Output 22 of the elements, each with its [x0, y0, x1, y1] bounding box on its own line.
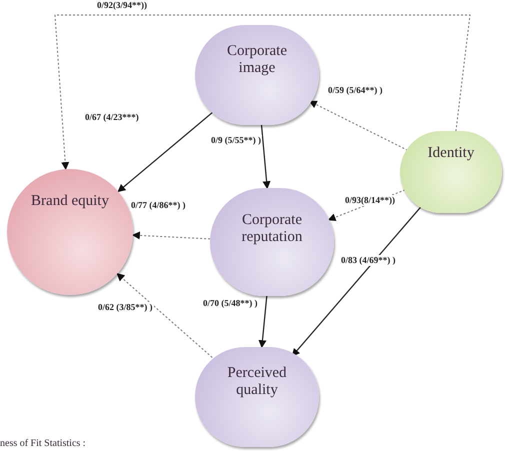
edge-label: 0/59 (5/64**) ) — [327, 85, 384, 96]
note-text: ness of Fit Statistics : — [0, 438, 86, 450]
arrow — [308, 100, 408, 151]
arrow — [117, 110, 214, 192]
arrow — [132, 231, 211, 240]
arrow — [292, 205, 422, 357]
node-label: Corporate reputation — [240, 211, 304, 246]
node-label: Brand equity — [30, 192, 110, 210]
arrow — [260, 124, 271, 190]
edge-label: 0/67 (4/23***) — [84, 112, 140, 123]
edge-label: 0/62 (3/85**) ) — [97, 302, 154, 313]
arrow — [54, 14, 471, 170]
edge-label: 0/93(8/14**)) — [344, 195, 396, 206]
arrow — [258, 296, 268, 348]
node-label: Perceived quality — [226, 364, 288, 399]
node-label: Identity — [426, 144, 476, 162]
edge-label: 0/9 (5/55**) ) — [210, 135, 262, 146]
node-label: Corporate image — [226, 42, 288, 77]
edge-label: 0/70 (5/48**) ) — [202, 298, 258, 309]
edge-label: 0/83 (4/69**) ) — [340, 255, 396, 266]
edge-label: 0/77 (4/86**) ) — [130, 200, 186, 211]
edge-label: 0/92(3/94**)) — [96, 0, 148, 11]
